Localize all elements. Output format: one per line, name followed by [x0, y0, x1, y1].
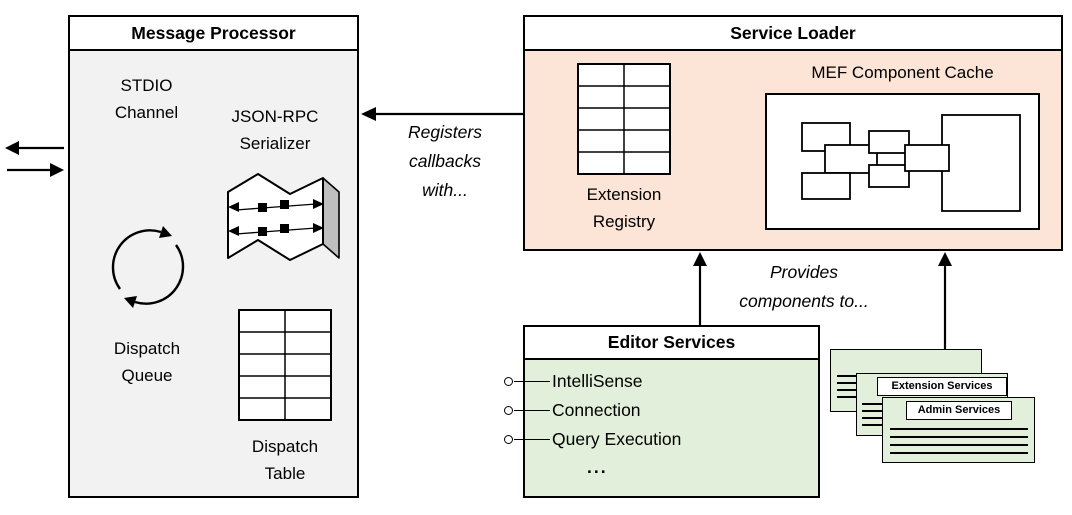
extension-registry-icon [577, 63, 671, 175]
list-item-query-execution: Query Execution [504, 425, 818, 454]
extension-services-to-loader-arrow [938, 252, 952, 349]
dispatch-table-label: Dispatch Table [251, 437, 319, 483]
service-card-admin-services: Admin Services [882, 397, 1035, 463]
editor-service-label: Connection [552, 400, 641, 420]
dispatch-table-icon [238, 309, 332, 421]
stdio-output-arrow [5, 141, 64, 155]
list-item-ellipsis: ... [525, 454, 818, 480]
service-loader-title: Service Loader [525, 17, 1061, 51]
json-rpc-serializer-label: JSON-RPC Serializer [231, 107, 319, 153]
editor-services-title: Editor Services [525, 327, 818, 360]
interface-lollipop-icon [504, 376, 550, 387]
list-item-connection: Connection [504, 396, 818, 425]
editor-services-box: Editor Services IntelliSense Connection … [504, 325, 820, 498]
stdio-channel-label: STDIO Channel [114, 76, 179, 122]
interface-lollipop-icon [504, 405, 550, 416]
dispatch-queue-label: Dispatch Queue [113, 339, 181, 385]
editor-service-label: Query Execution [552, 429, 682, 449]
dispatch-queue-icon [111, 226, 185, 308]
editor-service-label: IntelliSense [552, 371, 643, 391]
interface-lollipop-icon [504, 434, 550, 445]
mef-components-icon [801, 114, 1021, 212]
editor-service-label: ... [587, 456, 608, 477]
message-processor-title: Message Processor [70, 17, 357, 51]
extension-registry-label: Extension Registry [586, 185, 662, 231]
admin-services-card-title: Admin Services [906, 401, 1012, 420]
extension-services-card-title: Extension Services [877, 377, 1007, 396]
serializer-ribbon-icon [227, 173, 340, 261]
stdio-input-arrow [7, 163, 64, 177]
mef-component-cache-box [765, 93, 1040, 230]
mef-component-cache-label: MEF Component Cache [811, 63, 994, 82]
provides-components-label: Provides components to... [739, 262, 869, 311]
editor-services-list: IntelliSense Connection Query Execution … [504, 367, 818, 480]
list-item-intellisense: IntelliSense [504, 367, 818, 396]
registers-callbacks-label: Registers callbacks with... [408, 122, 482, 200]
service-loader-box: Service Loader Extension Registry MEF Co… [523, 15, 1063, 251]
message-processor-box: Message Processor STDIO Channel JSON-RPC… [68, 15, 359, 498]
